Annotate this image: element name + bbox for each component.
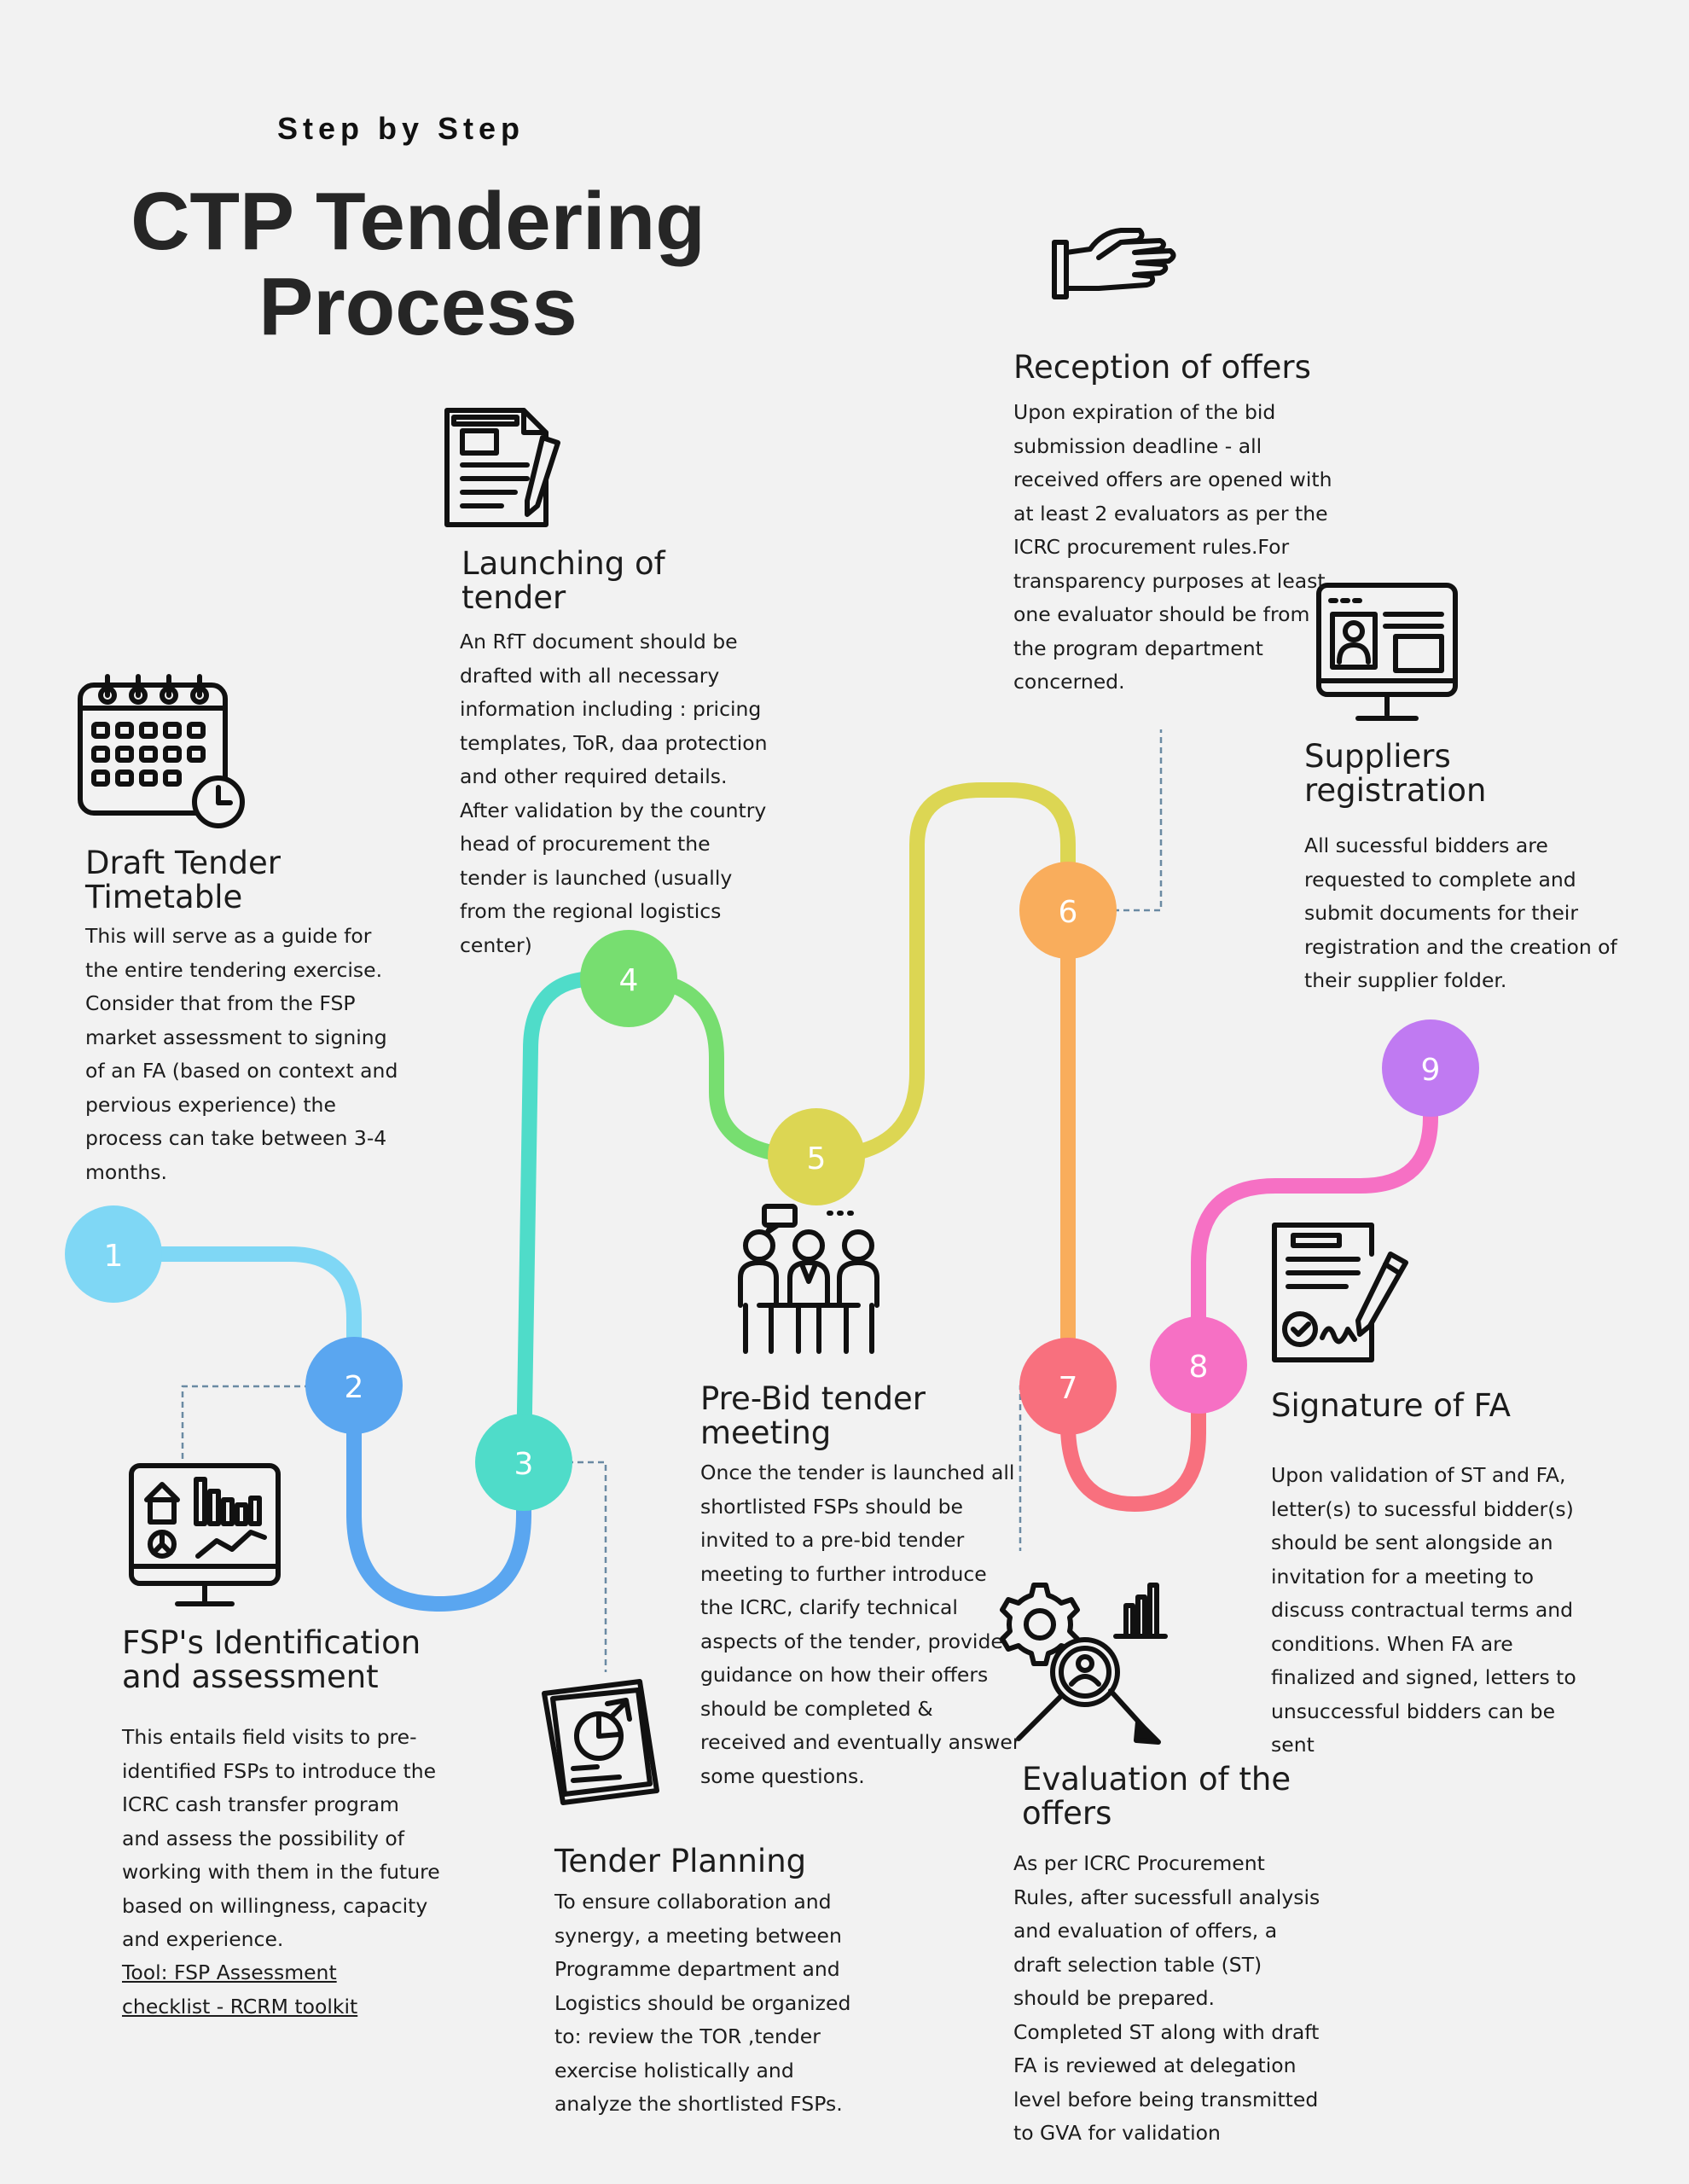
step-3-description: To ensure collaboration and synergy, a m… [554,1890,851,2116]
step-node-2-number: 2 [345,1370,364,1405]
path-segment-7-8 [1060,1357,1206,1512]
step-5-title: Pre-Bid tender meeting [700,1380,926,1451]
step-3-title: Tender Planning [554,1843,807,1879]
step-node-8: 8 [1150,1316,1247,1414]
step-node-1: 1 [65,1205,162,1303]
report-documents-icon [542,1679,659,1805]
step-4-description: An RfT document should be drafted with a… [460,630,768,957]
step-node-6-number: 6 [1059,895,1078,930]
header-kicker: Step by Step [276,111,525,146]
step-9-title: Suppliers registration [1304,738,1487,809]
step-node-7-number: 7 [1059,1371,1078,1406]
step-6-description: Upon expiration of the bid submission de… [1013,400,1332,694]
step-1-title: Draft Tender Timetable [85,845,282,915]
hand-receive-icon [1052,228,1176,299]
step-7-description: As per ICRC Procurement Rules, after suc… [1013,1851,1320,2145]
step-7-title: Evaluation of the offers [1022,1761,1291,1832]
connector-line-6 [1113,729,1163,912]
connector-line-3 [567,1461,607,1672]
step-1-description: This will serve as a guide for the entir… [85,924,398,1184]
path-segment-5-6 [809,782,1076,1165]
path-segment-1-2 [106,1246,362,1393]
step-node-6: 6 [1019,862,1117,959]
step-node-4: 4 [580,930,677,1027]
path-segment-2-3 [346,1378,531,1612]
meeting-people-icon [738,1204,879,1354]
step-4-title: Launching of tender [461,545,665,616]
step-8-description: Upon validation of ST and FA, letter(s) … [1271,1463,1576,1757]
connector-line-2 [181,1385,311,1464]
step-node-1-number: 1 [104,1239,124,1274]
analytics-monitor-icon [129,1463,281,1606]
step-5-description: Once the tender is launched all shortlis… [700,1461,1021,1788]
path-segment-3-4 [516,971,636,1470]
step-2-description: This entails field visits to pre- identi… [122,1725,440,1951]
step-node-3: 3 [475,1414,572,1511]
monitor-profile-icon [1316,583,1458,721]
step-node-2: 2 [305,1337,403,1434]
step-node-8-number: 8 [1189,1350,1209,1385]
step-2-title: FSP's Identification and assessment [122,1624,421,1695]
step-node-4-number: 4 [619,963,639,998]
document-pen-icon [444,408,560,527]
gear-magnifier-analysis-icon [1000,1583,1168,1745]
page-title: CTP Tendering Process [131,176,705,352]
step-9-description: All sucessful bidders are requested to c… [1304,834,1617,992]
step-node-5: 5 [768,1108,865,1205]
step-node-3-number: 3 [514,1447,534,1482]
step-node-5-number: 5 [807,1141,827,1176]
step-6-title: Reception of offers [1013,349,1311,386]
calendar-clock-icon [78,674,245,828]
path-segment-8-9 [1191,1060,1438,1373]
fsp-assessment-tool-link[interactable]: Tool: FSP Assessment checklist - RCRM to… [122,1960,358,2018]
step-node-9-number: 9 [1421,1053,1441,1088]
step-8-title: Signature of FA [1271,1387,1511,1424]
contract-signature-icon [1272,1223,1408,1362]
step-node-9: 9 [1382,1019,1479,1117]
step-node-7: 7 [1019,1338,1117,1435]
